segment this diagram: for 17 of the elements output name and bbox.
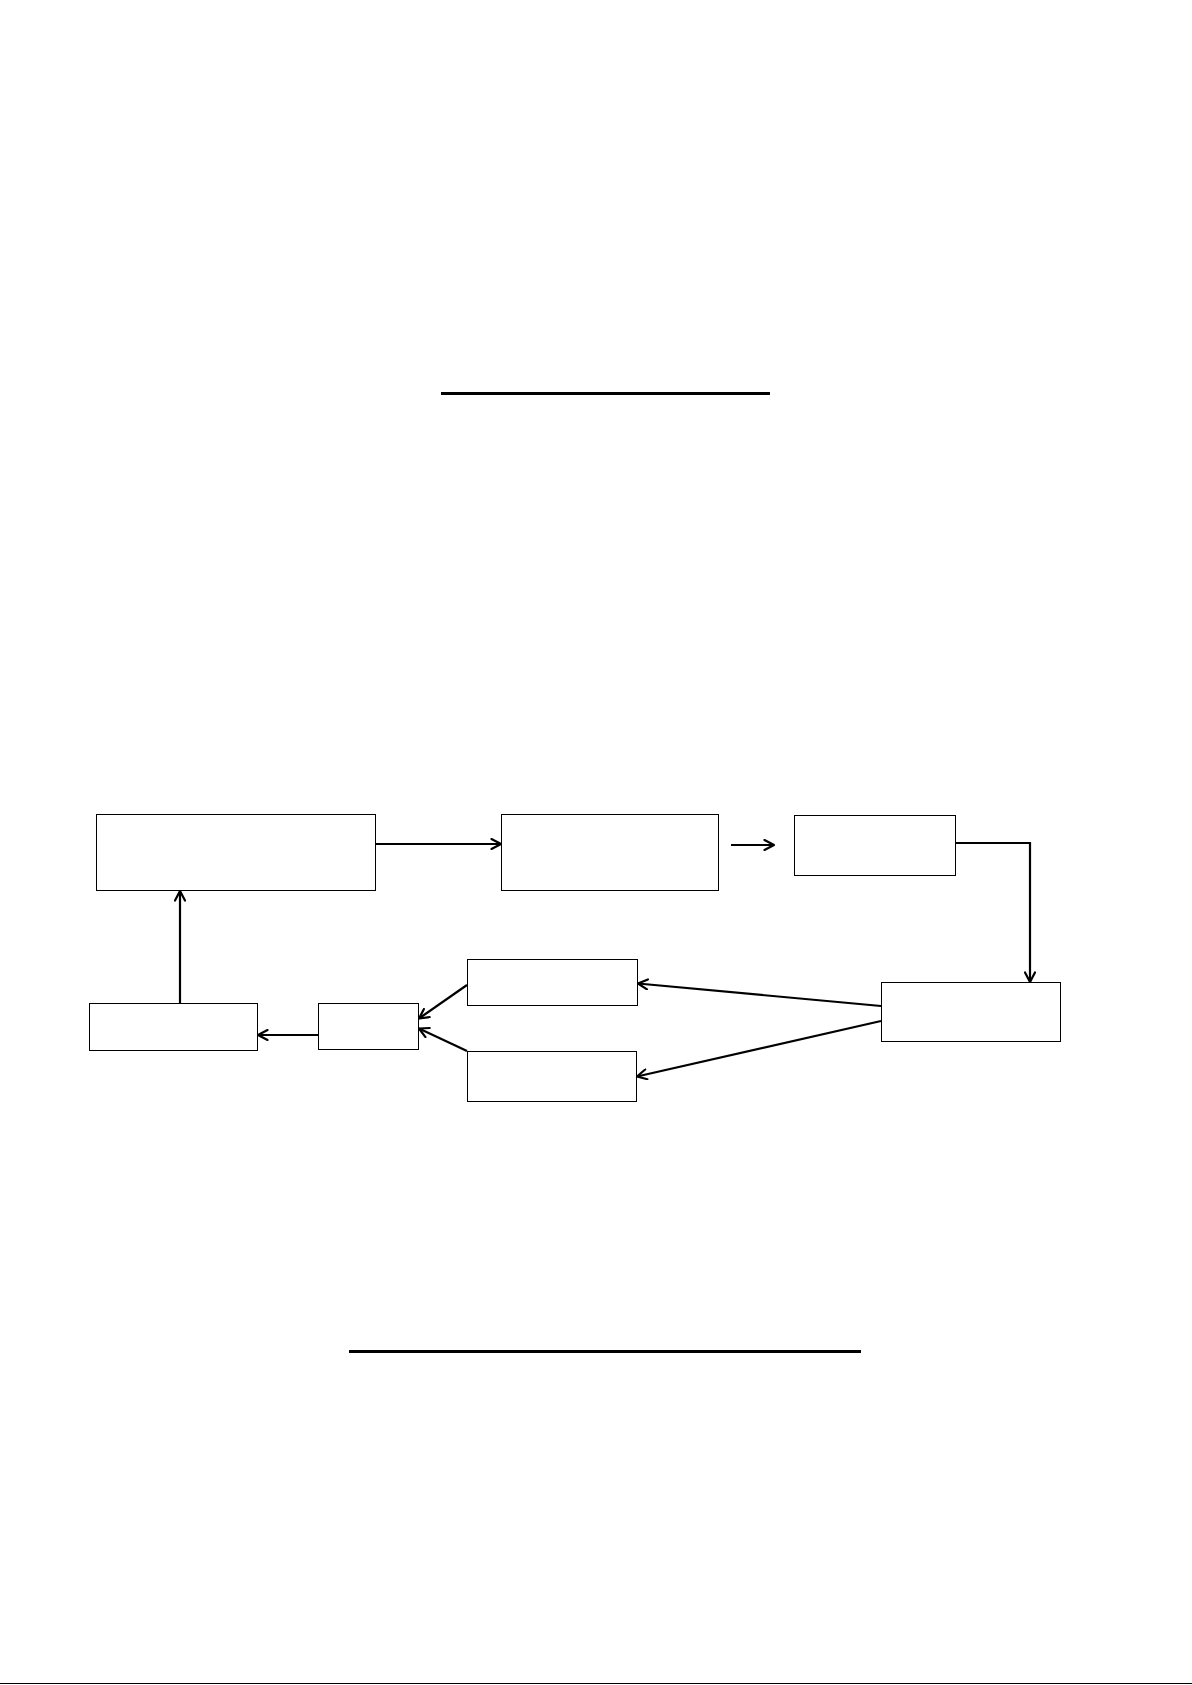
arrow: [635, 1019, 882, 1081]
arrow: [636, 978, 882, 1008]
process-box: [501, 814, 719, 891]
process-box: [318, 1003, 419, 1050]
process-box: [467, 1051, 637, 1102]
arrow: [417, 1026, 468, 1052]
arrow: [417, 984, 468, 1020]
arrow: [731, 838, 776, 852]
process-box: [96, 814, 376, 891]
arrow: [376, 837, 503, 851]
arrow: [956, 841, 1037, 984]
process-box: [881, 982, 1061, 1042]
arrow: [173, 889, 187, 1003]
arrow: [256, 1028, 318, 1042]
process-box: [467, 959, 638, 1006]
process-box: [794, 815, 956, 876]
process-box: [89, 1003, 258, 1051]
